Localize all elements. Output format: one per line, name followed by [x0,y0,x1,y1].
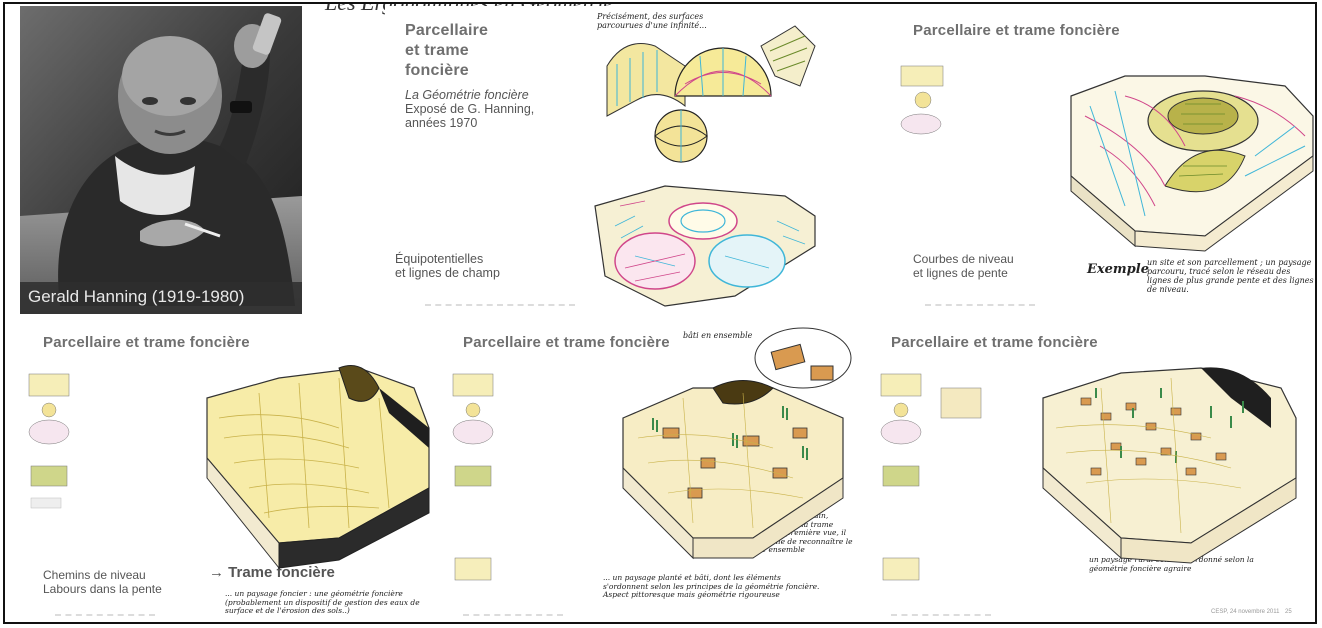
slide-intro-title-1: Parcellaire [405,22,488,40]
slide-chemins-title: Parcellaire et trame foncière [43,334,250,351]
slide-bati-footer-line [463,614,563,616]
slide-chemins-hand-note: ... un paysage foncier : une géométrie f… [225,590,435,616]
slide-courbes: Parcellaire et trame foncière Courbes de… [865,6,1315,314]
slide-intro-caption-1: Équipotentielles [395,252,483,267]
slide-intro-title-2: et trame [405,42,469,60]
slide-rural-hand-note: un paysage rural convient ordonné selon … [1089,556,1259,573]
slide-courbes-caption-2: et lignes de pente [913,266,1008,281]
slide-intro-subtitle-italic: La Géométrie foncière [405,88,529,103]
slide-bati-thumbs [453,374,493,580]
slide-chemins: Parcellaire et trame foncière Chemins de… [19,318,439,624]
slide-chemins-arrow-text: → Trame foncière [209,564,335,581]
slide-rural-sketch [871,318,1315,624]
slide-courbes-title: Parcellaire et trame foncière [913,22,1120,39]
slide-courbes-hand-label: Exemple [1087,264,1149,276]
slide-intro: Parcellaire et trame foncière La Géométr… [385,6,853,314]
slide-rural-footer-line [891,614,991,616]
slide-chemins-footer-line [55,614,155,616]
slide-intro-footer-line [425,304,575,306]
slide-bati-hand-top: bâti en ensemble [683,330,752,342]
slide-intro-subtitle-2: Exposé de G. Hanning, [405,102,534,117]
slide-courbes-caption-1: Courbes de niveau [913,252,1014,267]
slide-bati-hand-note: ... un paysage planté et bâti, dont les … [603,574,823,600]
slide-bati: Parcellaire et trame foncière bâti en en… [443,318,867,624]
collage-frame: Gerald Hanning (1919-1980) Les Ergonomiq… [3,2,1317,624]
slide-rural: Parcellaire et trame foncière un paysage… [871,318,1315,624]
slide-bati-hand-mid: 2. appliqué au terrain, intérieur selon … [743,512,853,555]
slide-intro-subtitle-3: années 1970 [405,116,477,131]
portrait-photo: Gerald Hanning (1919-1980) [20,6,302,314]
slide-rural-footer-page: 25 [1285,609,1292,615]
slide-chemins-thumbs [29,374,69,508]
slide-bati-title: Parcellaire et trame foncière [463,334,670,351]
slide-rural-thumbs [881,374,981,580]
slide-intro-title-3: foncière [405,62,469,80]
slide-intro-caption-2: et lignes de champ [395,266,500,281]
slide-intro-handwriting: Précisément, des surfaces parcourues d'u… [597,12,727,30]
portrait-caption: Gerald Hanning (1919-1980) [28,287,244,307]
slide-courbes-footer-line [925,304,1035,306]
portrait-image [20,6,302,314]
slide-chemins-caption-2: Labours dans la pente [43,582,162,597]
slide-courbes-hand-note: un site et son parcellement ; un paysage… [1147,258,1315,294]
slide-courbes-thumbs [901,66,943,134]
slide-rural-title: Parcellaire et trame foncière [891,334,1098,351]
slide-rural-footer-text: CESP, 24 novembre 2011 [1211,609,1280,615]
slide-chemins-caption-1: Chemins de niveau [43,568,146,583]
